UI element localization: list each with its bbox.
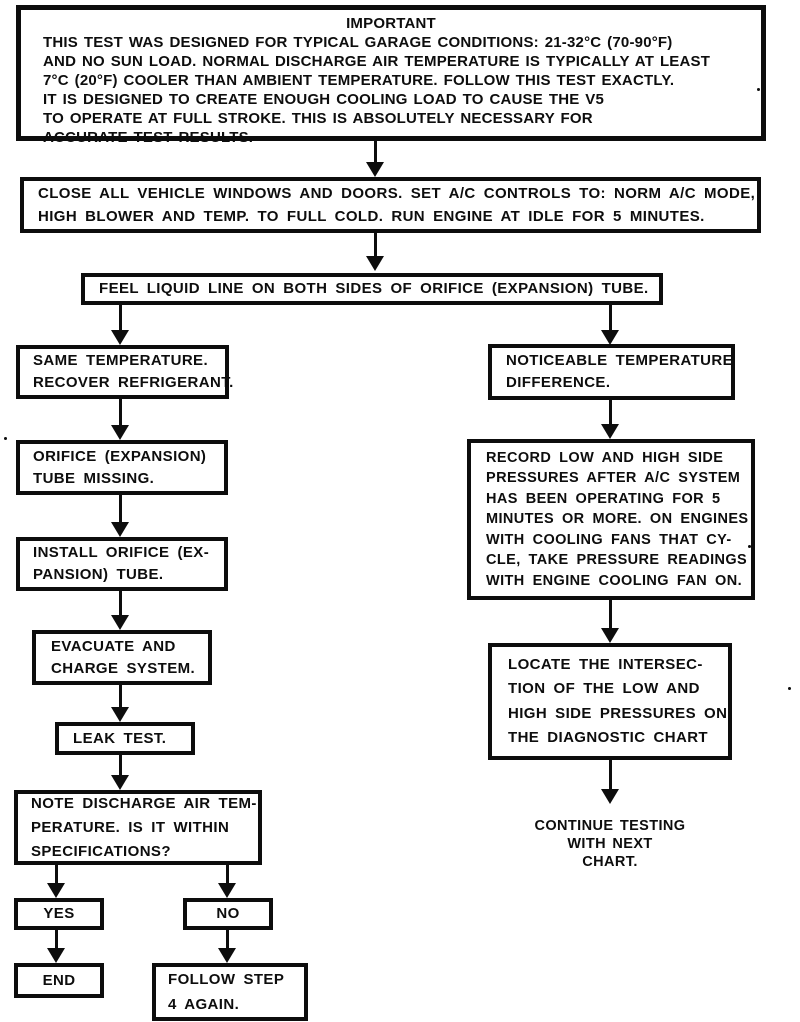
step-text-line: RECOVER REFRIGERANT. bbox=[33, 374, 234, 391]
install-orifice-tube-box: INSTALL ORIFICE (EX- PANSION) TUBE. bbox=[16, 537, 228, 591]
step-text-line: LOCATE THE INTERSEC- bbox=[508, 655, 703, 673]
step-text-line: FEEL LIQUID LINE ON BOTH SIDES OF ORIFIC… bbox=[99, 280, 649, 297]
arrow-down-icon bbox=[600, 400, 620, 439]
step-text-line: HIGH BLOWER AND TEMP. TO FULL COLD. RUN … bbox=[38, 208, 705, 225]
record-pressures-box: RECORD LOW AND HIGH SIDE PRESSURES AFTER… bbox=[467, 439, 755, 600]
important-text-line: IT IS DESIGNED TO CREATE ENOUGH COOLING … bbox=[43, 91, 605, 108]
terminal-label: END bbox=[42, 971, 76, 989]
scan-artifact-dot bbox=[748, 545, 751, 548]
scan-artifact-dot bbox=[757, 88, 760, 91]
step-text-line: TUBE MISSING. bbox=[33, 469, 155, 487]
decision-label: YES bbox=[43, 905, 75, 922]
step-text-line: CLOSE ALL VEHICLE WINDOWS AND DOORS. SET… bbox=[38, 185, 756, 202]
step-text-line: NOTE DISCHARGE AIR TEM- bbox=[31, 794, 257, 812]
arrow-down-icon bbox=[110, 755, 130, 790]
arrow-down-icon bbox=[110, 591, 130, 630]
label-text-line: CONTINUE TESTING bbox=[534, 818, 686, 834]
important-text-line: ACCURATE TEST RESULTS. bbox=[43, 129, 254, 146]
arrow-down-icon bbox=[600, 760, 620, 804]
arrow-down-icon bbox=[46, 930, 66, 963]
step-text-line: ORIFICE (EXPANSION) bbox=[33, 447, 207, 465]
continue-testing-label: CONTINUE TESTING WITH NEXT CHART. bbox=[505, 817, 715, 871]
arrow-down-icon bbox=[365, 141, 385, 177]
arrow-down-icon bbox=[365, 233, 385, 271]
step-text-line: FOLLOW STEP bbox=[168, 971, 285, 988]
important-text-line: TO OPERATE AT FULL STROKE. THIS IS ABSOL… bbox=[43, 110, 593, 127]
important-notice-box: IMPORTANT THIS TEST WAS DESIGNED FOR TYP… bbox=[16, 5, 766, 146]
step-text-line: THE DIAGNOSTIC CHART bbox=[508, 729, 708, 746]
step-text-line: SAME TEMPERATURE. bbox=[33, 352, 209, 369]
arrow-down-icon bbox=[46, 865, 66, 898]
decision-label: NO bbox=[216, 905, 240, 922]
step-text-line: WITH COOLING FANS THAT CY- bbox=[486, 531, 732, 548]
step-text-line: NOTICEABLE TEMPERATURE bbox=[506, 352, 734, 369]
step-text-line: EVACUATE AND bbox=[51, 637, 176, 655]
arrow-down-icon bbox=[600, 305, 620, 345]
step-text-line: HIGH SIDE PRESSURES ON bbox=[508, 704, 728, 722]
locate-intersection-box: LOCATE THE INTERSEC- TION OF THE LOW AND… bbox=[488, 643, 732, 760]
orifice-tube-missing-box: ORIFICE (EXPANSION) TUBE MISSING. bbox=[16, 440, 228, 495]
no-box: NO bbox=[183, 898, 273, 930]
close-windows-step-box: CLOSE ALL VEHICLE WINDOWS AND DOORS. SET… bbox=[20, 177, 761, 233]
step-text-line: LEAK TEST. bbox=[73, 729, 167, 747]
leak-test-box: LEAK TEST. bbox=[55, 722, 195, 755]
important-text-line: AND NO SUN LOAD. NORMAL DISCHARGE AIR TE… bbox=[43, 53, 711, 70]
step-text-line: WITH ENGINE COOLING FAN ON. bbox=[486, 572, 742, 589]
scan-artifact-dot bbox=[4, 437, 7, 440]
arrow-down-icon bbox=[110, 399, 130, 440]
label-text-line: CHART. bbox=[582, 854, 638, 870]
arrow-down-icon bbox=[217, 930, 237, 963]
same-temperature-box: SAME TEMPERATURE. RECOVER REFRIGERANT. bbox=[16, 345, 234, 399]
important-text-line: 7°C (20°F) COOLER THAN AMBIENT TEMPERATU… bbox=[43, 72, 675, 89]
step-text-line: HAS BEEN OPERATING FOR 5 bbox=[486, 490, 721, 507]
step-text-line: CHARGE SYSTEM. bbox=[51, 659, 196, 677]
yes-box: YES bbox=[14, 898, 104, 930]
arrow-down-icon bbox=[600, 600, 620, 643]
arrow-down-icon bbox=[217, 865, 237, 898]
step-text-line: PRESSURES AFTER A/C SYSTEM bbox=[486, 470, 741, 487]
scan-artifact-dot bbox=[788, 687, 791, 690]
step-text-line: PERATURE. IS IT WITHIN bbox=[31, 818, 230, 836]
follow-step-4-box: FOLLOW STEP 4 AGAIN. bbox=[152, 963, 308, 1021]
step-text-line: RECORD LOW AND HIGH SIDE bbox=[486, 449, 724, 466]
important-title: IMPORTANT bbox=[346, 15, 436, 32]
label-text-line: WITH NEXT bbox=[567, 836, 653, 852]
important-text-line: THIS TEST WAS DESIGNED FOR TYPICAL GARAG… bbox=[43, 34, 673, 51]
note-discharge-temperature-box: NOTE DISCHARGE AIR TEM- PERATURE. IS IT … bbox=[14, 790, 262, 865]
step-text-line: MINUTES OR MORE. ON ENGINES bbox=[486, 511, 749, 528]
step-text-line: 4 AGAIN. bbox=[168, 996, 240, 1013]
end-box: END bbox=[14, 963, 104, 998]
evacuate-charge-system-box: EVACUATE AND CHARGE SYSTEM. bbox=[32, 630, 212, 685]
noticeable-temperature-difference-box: NOTICEABLE TEMPERATURE DIFFERENCE. bbox=[488, 344, 735, 400]
arrow-down-icon bbox=[110, 495, 130, 537]
step-text-line: INSTALL ORIFICE (EX- bbox=[33, 544, 210, 561]
step-text-line: DIFFERENCE. bbox=[506, 374, 611, 391]
arrow-down-icon bbox=[110, 305, 130, 345]
arrow-down-icon bbox=[110, 685, 130, 722]
step-text-line: SPECIFICATIONS? bbox=[31, 842, 171, 860]
step-text-line: TION OF THE LOW AND bbox=[508, 680, 700, 697]
feel-liquid-line-step-box: FEEL LIQUID LINE ON BOTH SIDES OF ORIFIC… bbox=[81, 273, 663, 305]
step-text-line: PANSION) TUBE. bbox=[33, 566, 164, 583]
step-text-line: CLE, TAKE PRESSURE READINGS bbox=[486, 552, 748, 569]
